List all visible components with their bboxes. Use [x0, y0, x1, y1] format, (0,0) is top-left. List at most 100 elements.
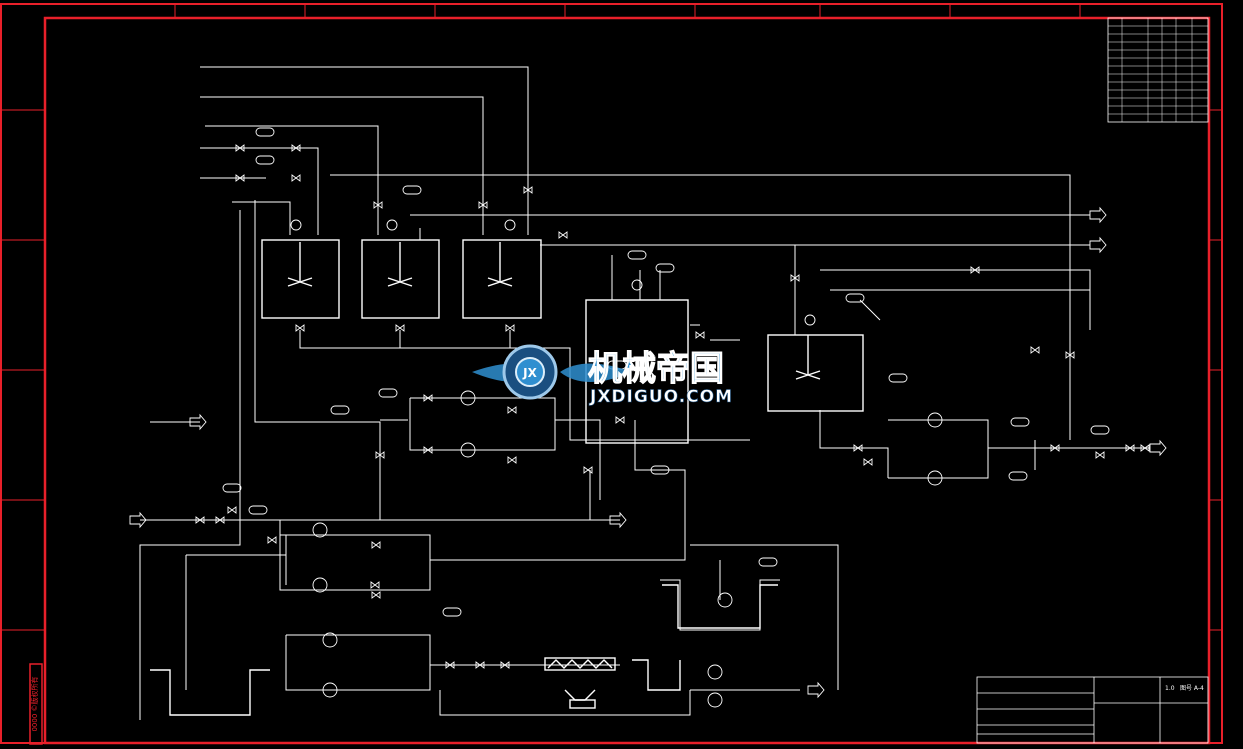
- valve-icon: [373, 201, 383, 209]
- sludge-pit: [662, 584, 778, 629]
- pump-icon: [312, 577, 328, 593]
- instrument-icon: [888, 373, 908, 383]
- valve-icon: [295, 324, 305, 332]
- valve-icon: [423, 446, 433, 454]
- valve-icon: [505, 324, 515, 332]
- sump-pit: [150, 669, 270, 716]
- pipe-line: [200, 96, 484, 235]
- pump-icon: [927, 412, 943, 428]
- valve-icon: [507, 406, 517, 414]
- motor-icon: [290, 219, 302, 231]
- pump-icon: [927, 470, 943, 486]
- sludge-cart: [569, 699, 596, 709]
- instrument-icon: [1090, 425, 1110, 435]
- legend-rows: [1108, 18, 1208, 122]
- pipe-line: [232, 201, 291, 235]
- valve-icon: [291, 174, 301, 182]
- pipe-line: [439, 690, 691, 716]
- watermark-url: JXDIGUO.COM: [589, 387, 733, 407]
- instrument-icon: [442, 607, 462, 617]
- pipe-line: [139, 210, 241, 720]
- valve-icon: [1030, 346, 1040, 354]
- instrument-icon: [255, 127, 275, 137]
- valve-icon: [1050, 444, 1060, 452]
- valve-icon: [371, 541, 381, 549]
- pipe-line: [285, 634, 431, 691]
- motor-icon: [504, 219, 516, 231]
- valve-icon: [371, 591, 381, 599]
- instrument-icon: [1008, 471, 1028, 481]
- valve-icon: [615, 416, 625, 424]
- instrument-icon: [758, 557, 778, 567]
- motor-icon: [804, 314, 816, 326]
- valve-icon: [853, 444, 863, 452]
- flow-arrow-icon: [129, 511, 147, 529]
- pipe-line: [888, 419, 989, 479]
- valve-icon: [195, 516, 205, 524]
- valve-icon: [370, 581, 380, 589]
- pipe-line: [819, 410, 889, 478]
- valve-icon: [500, 661, 510, 669]
- valve-icon: [583, 466, 593, 474]
- valve-icon: [267, 536, 277, 544]
- filter-press-plates: [547, 659, 613, 669]
- pump-icon: [707, 692, 723, 708]
- valve-icon: [1140, 444, 1150, 452]
- sludge-hopper: [564, 689, 596, 701]
- pipe-line: [140, 519, 431, 591]
- valve-icon: [970, 266, 980, 274]
- valve-icon: [863, 458, 873, 466]
- pipe-line: [409, 397, 556, 451]
- process-lines: [139, 66, 1150, 720]
- title-block-sheet: 图号 A-4: [1180, 685, 1204, 692]
- instrument-icon: [655, 263, 675, 273]
- equipment: [150, 239, 864, 716]
- valve-icon: [1065, 351, 1075, 359]
- mixing-tank-1: [261, 239, 340, 319]
- watermark-brand: 机械帝国: [588, 349, 724, 389]
- valve-icon: [1125, 444, 1135, 452]
- valve-icon: [507, 456, 517, 464]
- valve-icon: [695, 331, 705, 339]
- instrument-icon: [650, 465, 670, 475]
- instrument-icon: [845, 293, 865, 303]
- flow-arrow-icon: [807, 681, 825, 699]
- flow-arrow-icon: [1089, 206, 1107, 224]
- pipe-line: [299, 330, 750, 441]
- valve-icon: [395, 324, 405, 332]
- valve-icon: [423, 394, 433, 402]
- inner-frame: [43, 16, 1211, 745]
- valve-icon: [235, 144, 245, 152]
- flow-arrow-icon: [609, 511, 627, 529]
- instrument-icon: [330, 405, 350, 415]
- valve-icon: [523, 186, 533, 194]
- legend-table: [1107, 17, 1209, 123]
- watermark-logo-core: [515, 357, 545, 387]
- instrument-icon: [627, 250, 647, 260]
- pump-icon: [707, 664, 723, 680]
- pipe-line: [330, 174, 1071, 440]
- watermark: JX 机械帝国 JXDIGUO.COM: [472, 344, 733, 407]
- instrument-icon: [255, 155, 275, 165]
- valve-icon: [375, 451, 385, 459]
- valve-icon: [478, 201, 488, 209]
- instrument-icon: [402, 185, 422, 195]
- side-stamp-box: [29, 663, 43, 745]
- instrument-icon: [378, 388, 398, 398]
- filtrate-pit: [632, 659, 681, 691]
- pump-icon: [460, 390, 476, 406]
- pipe-line: [859, 299, 881, 321]
- pump-icon: [460, 442, 476, 458]
- title-block-revision: 1.0: [1165, 685, 1175, 692]
- pump-icon: [322, 682, 338, 698]
- pipe-line: [660, 579, 780, 631]
- valve-icon: [1095, 451, 1105, 459]
- pipe-line: [690, 544, 839, 690]
- instrument-icon: [222, 483, 242, 493]
- valve-icon: [558, 231, 568, 239]
- motor-icon: [386, 219, 398, 231]
- watermark-logo-text: JX: [522, 366, 537, 380]
- pump-icon: [312, 522, 328, 538]
